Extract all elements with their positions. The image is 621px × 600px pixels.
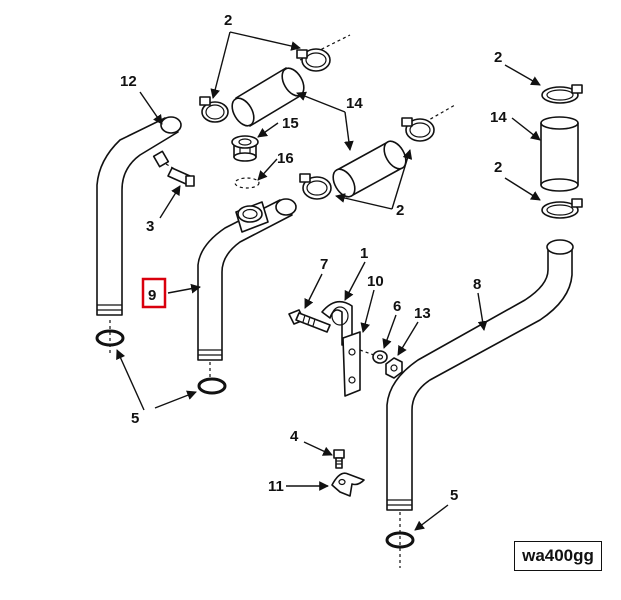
hose-part-14-right	[540, 116, 579, 192]
hose-clamp-upper-left	[199, 96, 229, 123]
fitting-part-3	[152, 150, 195, 187]
p-clamp-part-1	[321, 300, 353, 346]
bolt-part-7	[288, 309, 331, 333]
leader-16	[257, 158, 278, 181]
leader-5-left-right	[154, 390, 197, 409]
bracket-part-11	[331, 472, 365, 497]
callout-label-5: 5	[131, 410, 139, 427]
hose-part-14-upper	[231, 34, 351, 127]
callout-label-11: 11	[268, 478, 284, 495]
leader-13	[397, 321, 419, 356]
callout-label-6: 6	[393, 298, 401, 315]
callout-label-2: 2	[224, 12, 232, 29]
hose-part-14-lower	[332, 104, 456, 198]
leader-2a-right	[229, 31, 301, 51]
o-ring-part-5-left	[95, 329, 125, 347]
figure-reference-code: wa400gg	[522, 546, 594, 565]
leader-5-right	[414, 504, 449, 531]
callout-label-14: 14	[490, 109, 507, 126]
callout-label-3: 3	[146, 218, 154, 235]
leader-2c	[504, 64, 541, 86]
leader-3	[159, 185, 181, 219]
leader-14a-right	[343, 111, 354, 151]
leader-12	[139, 91, 163, 125]
plug-part-15	[231, 135, 259, 162]
leader-9	[167, 283, 201, 294]
tube-part-8	[386, 239, 574, 568]
leader-6	[382, 314, 397, 349]
leader-14a-left	[296, 91, 346, 113]
washer-part-6	[359, 349, 388, 364]
bolt-part-4	[333, 449, 345, 469]
bracket-part-10	[342, 331, 361, 397]
leader-2d	[504, 177, 541, 201]
callout-label-9-highlighted: 9	[148, 287, 156, 304]
callout-label-10: 10	[367, 273, 384, 290]
hose-clamp-middle-left	[299, 173, 332, 200]
leader-2b-right	[391, 149, 413, 210]
callout-label-16: 16	[277, 150, 294, 167]
nut-part-13	[385, 357, 403, 379]
leader-5-left-up	[116, 349, 145, 411]
callout-label-2: 2	[494, 49, 502, 66]
callout-label-2: 2	[396, 202, 404, 219]
leader-10	[360, 289, 375, 333]
callout-label-12: 12	[120, 73, 137, 90]
leader-8	[477, 292, 488, 331]
leader-15	[257, 122, 279, 138]
hose-clamp-right-bottom	[541, 198, 583, 219]
callout-label-13: 13	[414, 305, 431, 322]
leader-7	[304, 273, 323, 309]
callout-label-8: 8	[473, 276, 481, 293]
highlight-box	[141, 277, 167, 309]
hose-clamp-right-top	[541, 84, 583, 104]
tube-part-9	[197, 198, 297, 380]
callout-label-2: 2	[494, 159, 502, 176]
tube-part-12	[96, 116, 182, 355]
callout-label-4: 4	[290, 428, 299, 445]
callout-label-7: 7	[320, 256, 328, 273]
leader-2b-left	[335, 193, 393, 210]
callout-label-1: 1	[360, 245, 368, 262]
figure-reference-box: wa400gg	[514, 541, 602, 571]
callout-label-5: 5	[450, 487, 458, 504]
leader-14b	[511, 117, 541, 141]
leader-4	[303, 441, 333, 456]
leader-1	[344, 261, 366, 301]
o-ring-part-5-middle	[197, 377, 227, 395]
o-ring-part-5-right	[385, 531, 415, 549]
hose-clamp-middle-right	[401, 117, 435, 142]
callout-label-15: 15	[282, 115, 299, 132]
callout-label-14: 14	[346, 95, 363, 112]
o-ring-part-16	[234, 177, 260, 189]
hose-clamp-upper-right	[296, 48, 331, 72]
leader-2a-left	[210, 31, 231, 99]
